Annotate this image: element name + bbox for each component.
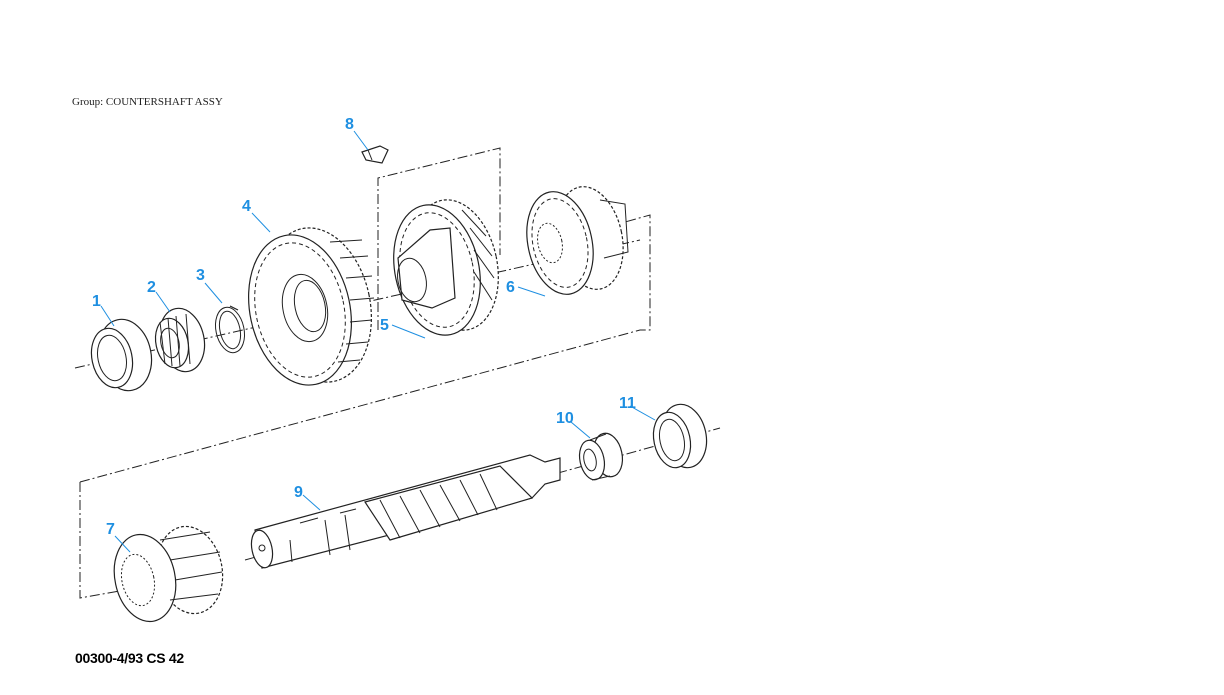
countershaft-part-9	[250, 454, 561, 569]
leader-1	[100, 305, 115, 327]
callout-2: 2	[147, 279, 156, 296]
callout-5: 5	[380, 317, 389, 334]
callout-4: 4	[242, 198, 251, 215]
bearing-cone-part-10	[578, 432, 624, 481]
bearing-cup-part-1	[90, 318, 153, 392]
large-gear-part-4	[248, 227, 375, 386]
bearing-cup-part-11	[652, 403, 708, 469]
callout-10: 10	[556, 410, 574, 427]
key-frame	[377, 147, 501, 330]
leader-5	[391, 324, 426, 339]
lower-frame-connector	[79, 214, 651, 483]
callout-9: 9	[294, 484, 303, 501]
leader-3	[204, 282, 223, 304]
leader-9	[302, 494, 321, 511]
leader-6	[517, 286, 546, 297]
callout-8: 8	[345, 116, 354, 133]
splined-gear-part-6	[526, 186, 629, 295]
group-label: Group: COUNTERSHAFT ASSY	[72, 96, 223, 108]
leader-7	[114, 535, 131, 553]
callout-7: 7	[106, 521, 115, 538]
leader-11	[629, 405, 656, 421]
bearing-cone-part-2	[154, 307, 206, 373]
gear-part-7	[113, 525, 224, 623]
callout-11: 11	[619, 395, 636, 412]
leader-2	[155, 291, 171, 313]
helical-gear-part-5	[393, 199, 499, 336]
snap-ring-part-3	[214, 305, 246, 354]
leader-4	[251, 212, 271, 233]
lower-frame-left	[79, 482, 126, 599]
callout-6: 6	[506, 279, 515, 296]
figure-code: 00300-4/93 CS 42	[75, 650, 184, 666]
callout-3: 3	[196, 267, 205, 284]
leader-8	[353, 130, 369, 151]
key-part-8	[361, 145, 389, 164]
lower-axis-line	[244, 427, 721, 561]
callout-1: 1	[92, 293, 101, 310]
leader-10	[570, 421, 591, 439]
